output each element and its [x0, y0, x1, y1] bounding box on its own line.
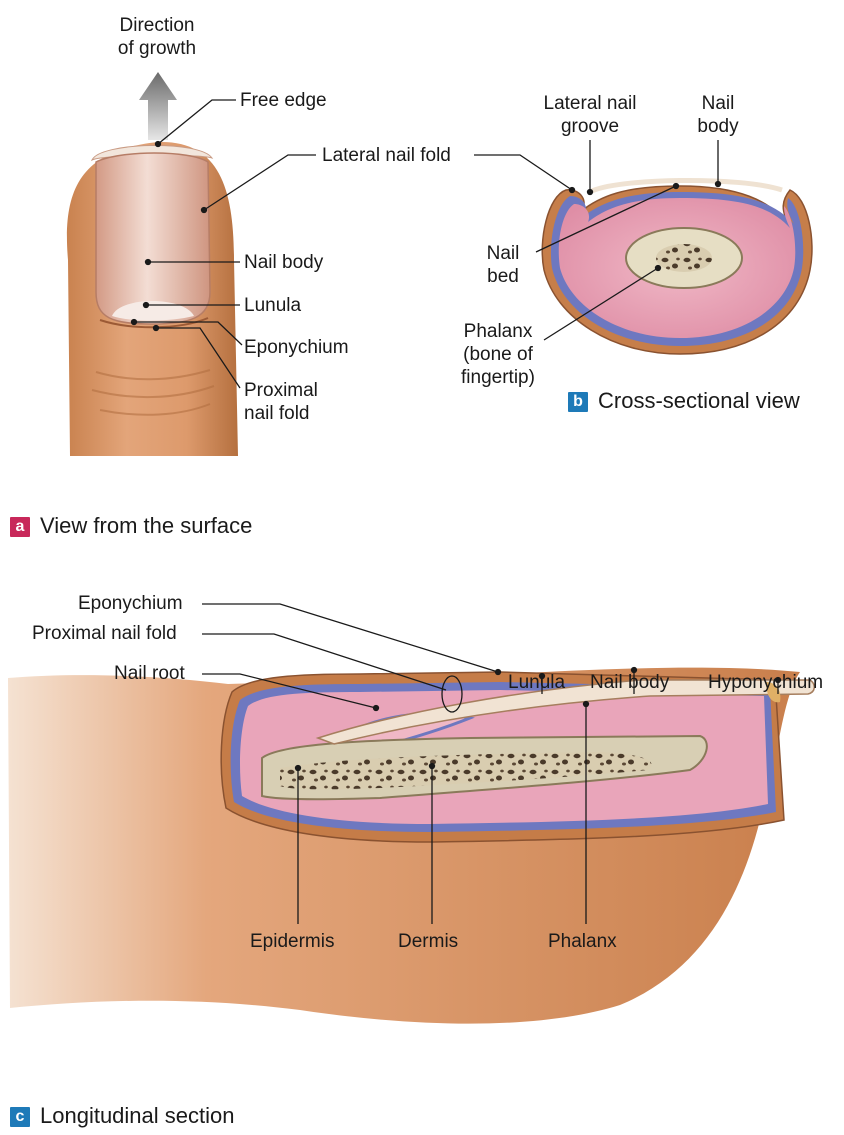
- nail-body-label-b: Nail body: [686, 92, 750, 138]
- caption-a-text: View from the surface: [40, 513, 252, 538]
- badge-b: b: [568, 392, 588, 412]
- nail-body-label-c: Nail body: [590, 671, 669, 694]
- nail-root-label: Nail root: [114, 662, 185, 685]
- proximal-line-2: nail fold: [244, 402, 318, 425]
- nail-bed-line-1: Nail: [474, 242, 532, 265]
- proximal-line-1: Proximal: [244, 379, 318, 402]
- panel-c-illustration: [8, 668, 814, 1024]
- dermis-label: Dermis: [398, 930, 458, 953]
- nail-bed-line-2: bed: [474, 265, 532, 288]
- phalanx-b-line-2: (bone of: [452, 343, 544, 366]
- caption-b-text: Cross-sectional view: [598, 388, 800, 413]
- phalanx-label-c: Phalanx: [548, 930, 617, 953]
- phalanx-b-line-1: Phalanx: [452, 320, 544, 343]
- panel-a-illustration: [67, 72, 238, 456]
- nail-body-b-line-1: Nail: [686, 92, 750, 115]
- phalanx-label-b: Phalanx (bone of fingertip): [452, 320, 544, 389]
- panel-b-illustration: [542, 180, 812, 354]
- direction-of-growth-label: Direction of growth: [106, 14, 208, 60]
- badge-a: a: [10, 517, 30, 537]
- caption-a: a View from the surface: [10, 514, 252, 538]
- nail-body-b-line-2: body: [686, 115, 750, 138]
- epidermis-label: Epidermis: [250, 930, 334, 953]
- hyponychium-label: Hyponychium: [708, 671, 823, 694]
- lunula-label-c: Lunula: [508, 671, 565, 694]
- caption-c: c Longitudinal section: [10, 1104, 234, 1128]
- eponychium-label-c: Eponychium: [78, 592, 183, 615]
- lateral-nail-groove-label: Lateral nail groove: [528, 92, 652, 138]
- nail-plate: [96, 153, 210, 324]
- groove-line-1: Lateral nail: [528, 92, 652, 115]
- caption-c-text: Longitudinal section: [40, 1103, 234, 1128]
- phalanx-b-line-3: fingertip): [452, 366, 544, 389]
- nail-body-label-a: Nail body: [244, 251, 323, 274]
- badge-c: c: [10, 1107, 30, 1127]
- growth-arrow-icon: [139, 72, 177, 140]
- direction-line-1: Direction: [106, 14, 208, 37]
- caption-b: b Cross-sectional view: [568, 389, 800, 413]
- proximal-nail-fold-label-c: Proximal nail fold: [32, 622, 177, 645]
- proximal-nail-fold-label-a: Proximal nail fold: [244, 379, 318, 425]
- lateral-nail-fold-label: Lateral nail fold: [322, 144, 451, 167]
- lunula-label-a: Lunula: [244, 294, 301, 317]
- direction-line-2: of growth: [106, 37, 208, 60]
- eponychium-label-a: Eponychium: [244, 336, 349, 359]
- free-edge-label: Free edge: [240, 89, 327, 112]
- nail-bed-label: Nail bed: [474, 242, 532, 288]
- groove-line-2: groove: [528, 115, 652, 138]
